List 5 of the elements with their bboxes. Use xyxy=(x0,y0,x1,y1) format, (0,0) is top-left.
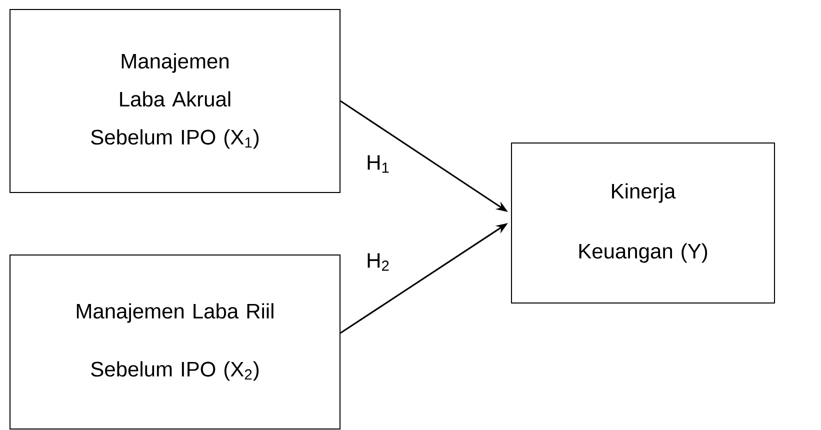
edge-label: H$_{1}$ xyxy=(368,155,389,173)
process-box: Manajemen Laba Riil Sebelum IPO (X$_{2}$) xyxy=(10,254,340,430)
edge-label: H$_{2}$ xyxy=(368,253,389,271)
process-box: Kinerja Keuangan (Y) xyxy=(511,142,775,304)
process-box: Manajemen Laba Akrual Sebelum IPO (X$_{1}$) xyxy=(10,9,340,193)
